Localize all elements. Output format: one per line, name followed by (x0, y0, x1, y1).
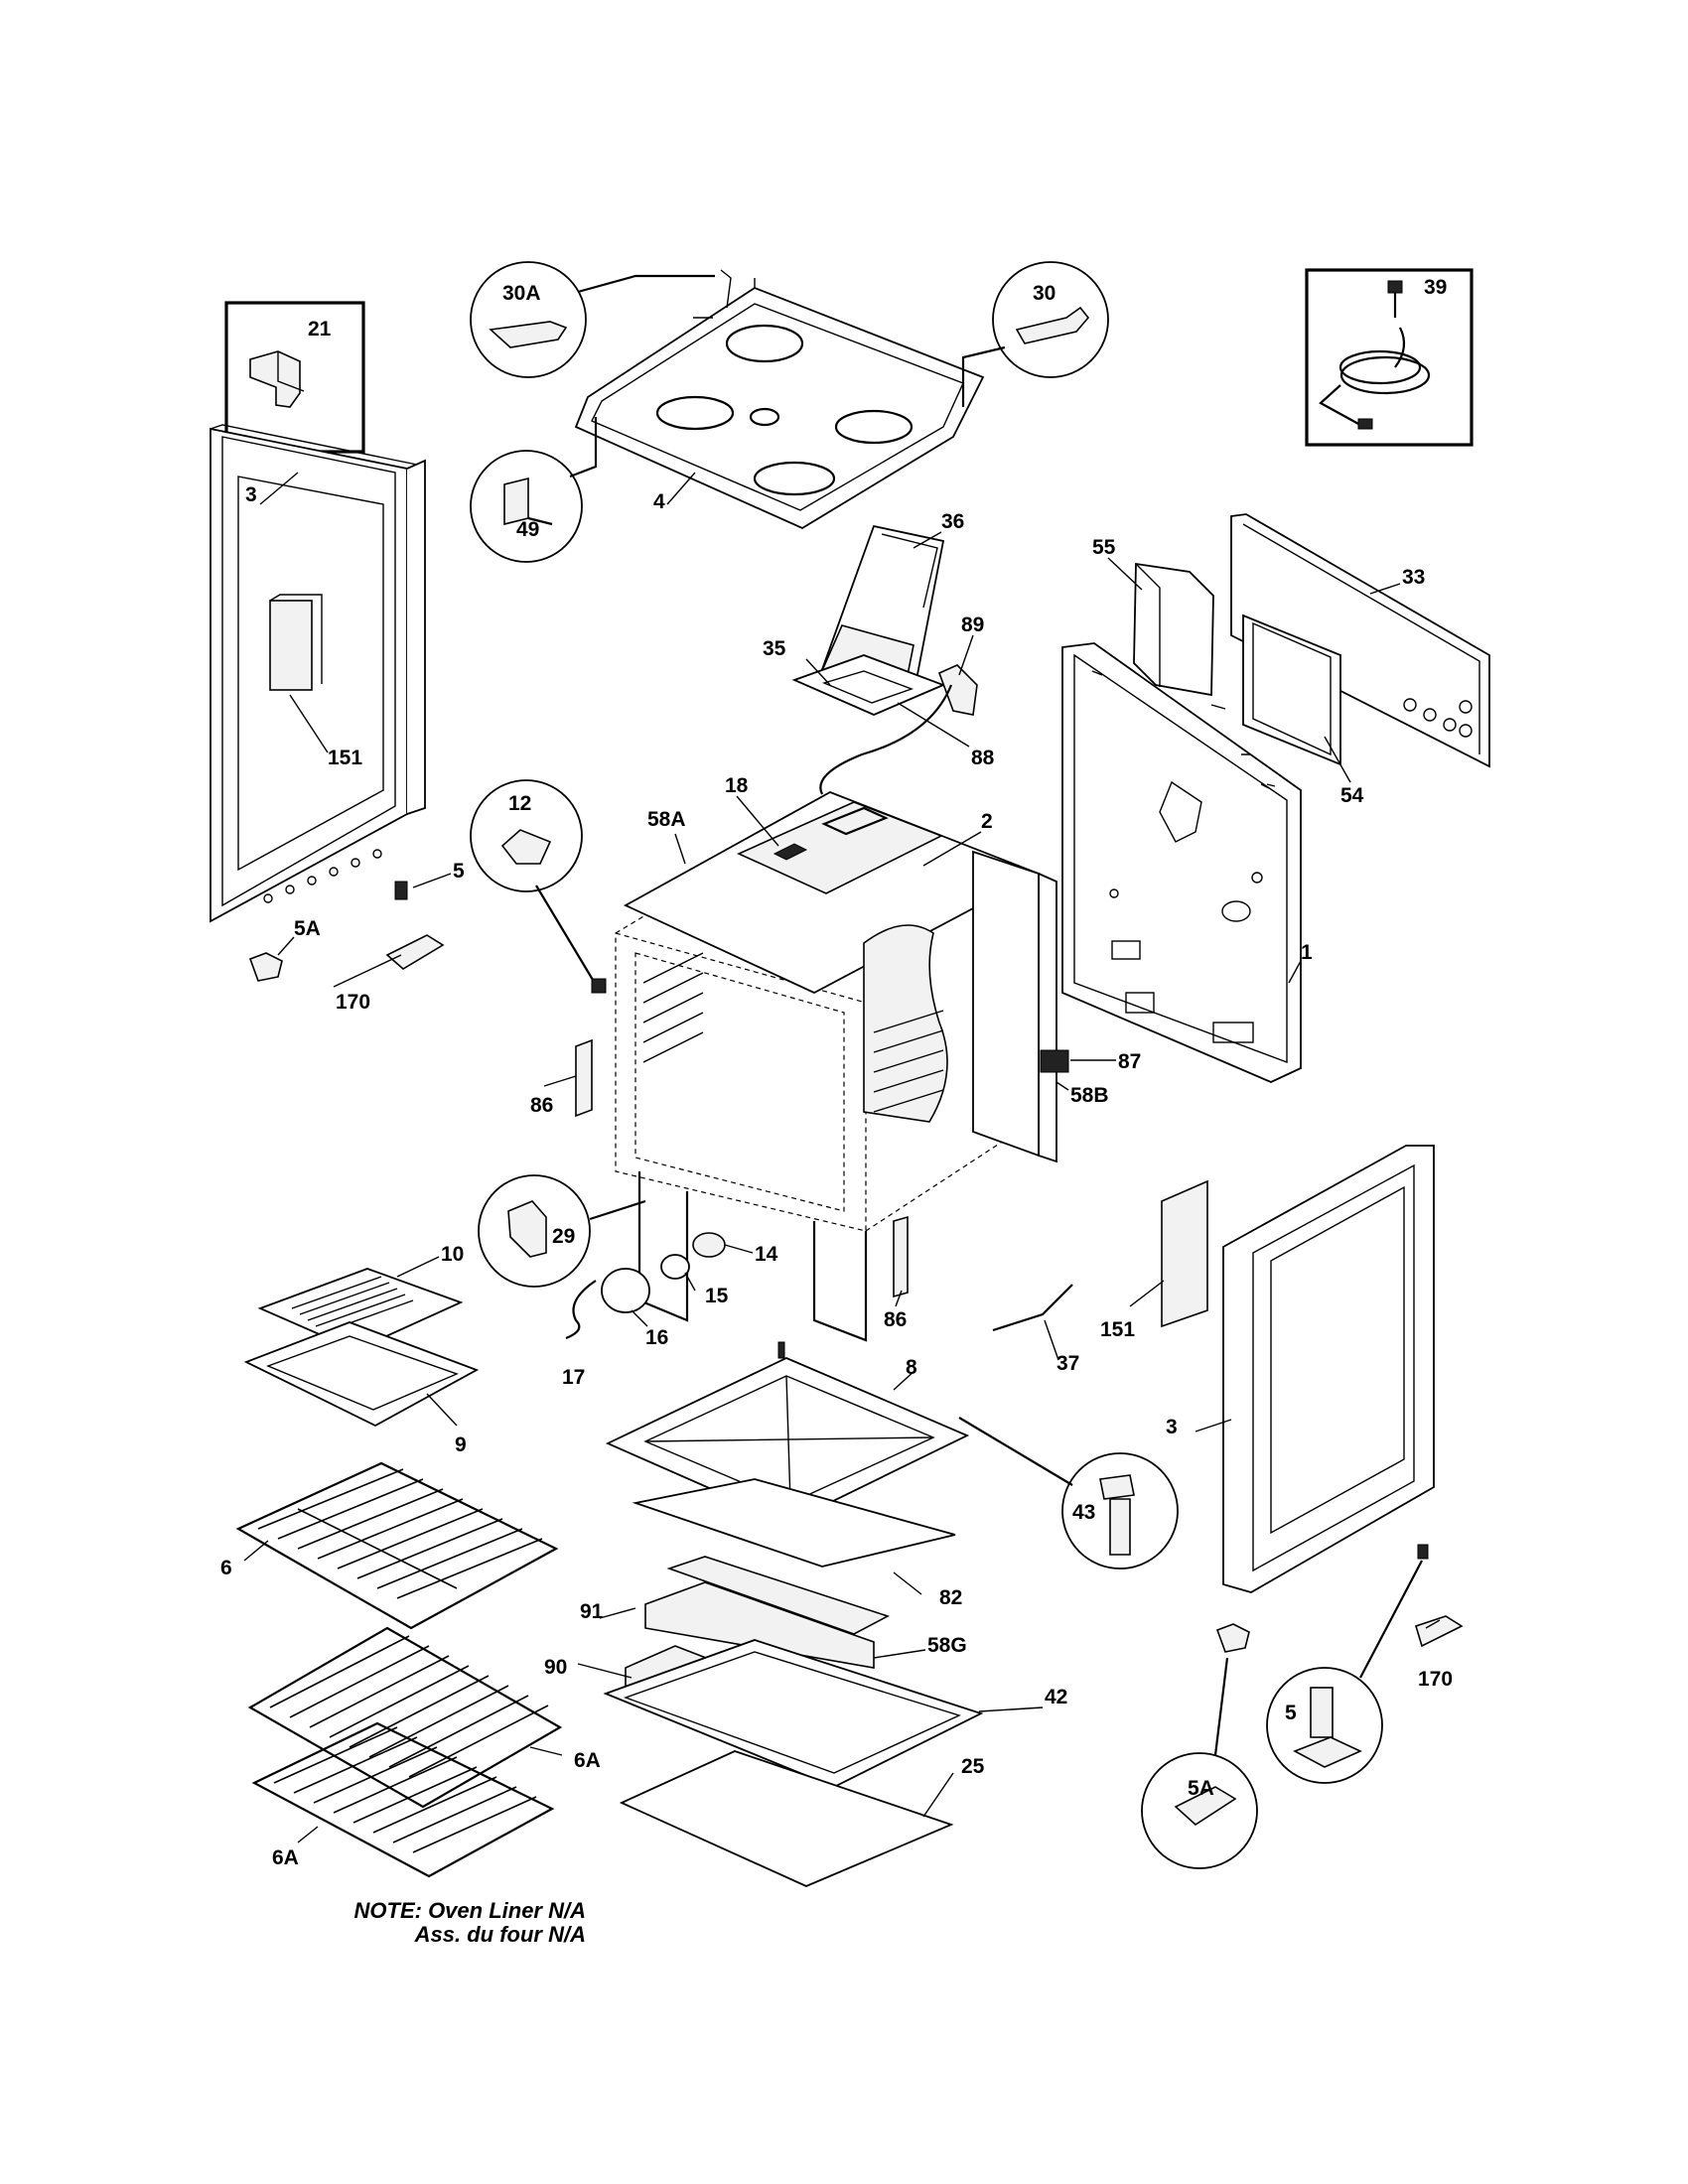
part-14-lamp-socket (692, 1232, 726, 1258)
label-170-left: 170 (336, 991, 370, 1014)
part-15-bulb (660, 1254, 690, 1280)
label-151-right: 151 (1100, 1318, 1135, 1341)
label-1: 1 (1301, 941, 1313, 964)
label-16: 16 (645, 1326, 668, 1349)
callout-30A (470, 261, 732, 378)
label-18: 18 (725, 774, 749, 797)
part-6A-oven-rack-upper (247, 1626, 563, 1809)
part-82-heat-deflector (632, 1478, 956, 1568)
part-9-broil-pan (243, 1321, 480, 1428)
label-86-left: 86 (530, 1094, 553, 1117)
part-87-connector (1040, 1049, 1069, 1073)
part-58G-insulation (666, 1556, 891, 1635)
label-3-right: 3 (1166, 1416, 1178, 1438)
label-17: 17 (562, 1366, 585, 1389)
label-49: 49 (516, 518, 539, 541)
part-5A-leveler-left (248, 952, 283, 982)
part-39-inset (1305, 268, 1474, 447)
label-21: 21 (308, 318, 332, 341)
label-89: 89 (961, 614, 984, 636)
label-30A: 30A (502, 282, 541, 305)
callout-5-right (1266, 1544, 1429, 1784)
part-labels: 3 151 21 30A 49 4 30 39 36 55 33 35 89 8… (220, 276, 1453, 1869)
label-8: 8 (906, 1356, 917, 1379)
label-29: 29 (552, 1225, 575, 1248)
label-58G: 58G (927, 1634, 967, 1657)
label-6A-top: 6A (574, 1749, 601, 1772)
part-86-bracket-right (893, 1215, 909, 1298)
part-16-lamp-lens (601, 1268, 650, 1313)
label-58B: 58B (1070, 1084, 1109, 1107)
part-6-oven-rack (235, 1461, 559, 1630)
part-5-leveler-left (394, 881, 408, 900)
label-25: 25 (961, 1755, 985, 1778)
label-6A-bottom: 6A (272, 1846, 299, 1869)
label-15: 15 (705, 1285, 729, 1307)
label-39: 39 (1424, 276, 1447, 299)
label-88: 88 (971, 747, 995, 769)
label-43: 43 (1072, 1501, 1095, 1524)
callout-5A-right (1141, 1657, 1258, 1869)
part-17-wire-clip (565, 1280, 597, 1340)
label-36: 36 (941, 510, 964, 533)
part-170-bracket-left (385, 934, 445, 970)
note-line-2: Ass. du four N/A (414, 1922, 586, 1947)
label-82: 82 (939, 1586, 962, 1609)
label-87: 87 (1118, 1050, 1141, 1073)
callout-29 (478, 1174, 646, 1288)
label-151-left: 151 (328, 747, 362, 769)
leader-lines (243, 472, 1441, 1843)
part-170-bracket-right (1415, 1615, 1464, 1648)
part-3-right-side-panel (1222, 1145, 1435, 1593)
callout-49 (470, 417, 598, 563)
label-2: 2 (981, 810, 993, 833)
callout-12 (470, 779, 607, 994)
label-9: 9 (455, 1433, 467, 1456)
part-91-drawer-front (644, 1581, 875, 1669)
part-42-drawer-bottom (603, 1639, 984, 1788)
part-89-sensor (819, 664, 978, 795)
part-33-rear-cover (1230, 513, 1490, 768)
label-6: 6 (220, 1557, 232, 1579)
part-5A-leveler-right-small (1215, 1623, 1250, 1653)
label-91: 91 (580, 1600, 604, 1623)
callout-43 (958, 1417, 1179, 1570)
part-55-cover (1133, 562, 1214, 697)
label-33: 33 (1402, 566, 1425, 589)
part-35-gasket (791, 654, 946, 716)
oven-liner-note: NOTE: Oven Liner N/A Ass. du four N/A (354, 1898, 586, 1947)
label-55: 55 (1092, 536, 1116, 559)
oven-cavity (615, 791, 1057, 1342)
label-58A: 58A (647, 808, 686, 831)
part-37-wire (992, 1284, 1073, 1332)
label-5A-left: 5A (294, 917, 321, 940)
label-90: 90 (544, 1656, 567, 1679)
callout-30 (961, 261, 1109, 407)
label-35: 35 (763, 637, 786, 660)
part-3-left-side-panel (210, 424, 426, 923)
label-5A-right: 5A (1188, 1777, 1214, 1800)
label-10: 10 (441, 1243, 464, 1266)
part-4-cooktop-frame (574, 278, 985, 530)
part-151-bracket-right (1161, 1179, 1208, 1328)
label-30: 30 (1033, 282, 1055, 305)
part-6A-oven-rack-lower (251, 1721, 555, 1878)
label-86-right: 86 (884, 1308, 907, 1331)
label-14: 14 (755, 1243, 778, 1266)
label-12: 12 (508, 792, 531, 815)
label-54: 54 (1340, 784, 1364, 807)
label-3-left: 3 (245, 483, 257, 506)
part-25-drawer-liner (619, 1750, 954, 1887)
note-line-1: NOTE: Oven Liner N/A (354, 1898, 586, 1923)
label-42: 42 (1045, 1686, 1067, 1708)
label-5-left: 5 (453, 860, 465, 883)
label-37: 37 (1056, 1352, 1079, 1375)
label-4: 4 (653, 490, 665, 513)
label-5-right: 5 (1285, 1702, 1297, 1724)
part-86-bracket-left (575, 1038, 593, 1118)
part-1-back-panel (1061, 642, 1302, 1083)
label-170-right: 170 (1418, 1668, 1453, 1691)
